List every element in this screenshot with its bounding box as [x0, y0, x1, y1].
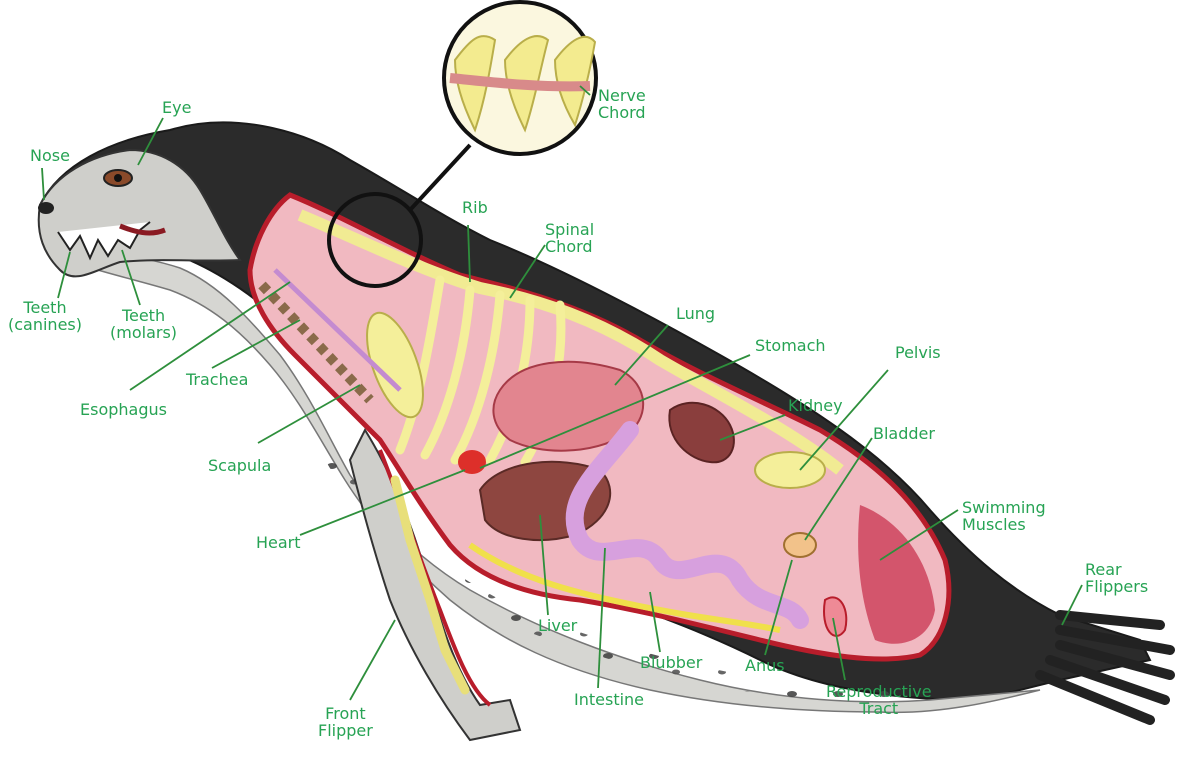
label-nerve-chord: Nerve Chord [598, 88, 646, 122]
label-kidney: Kidney [788, 398, 843, 415]
label-eye: Eye [162, 100, 191, 117]
pelvis [755, 452, 825, 488]
label-nose: Nose [30, 148, 70, 165]
bladder [784, 533, 816, 557]
label-teeth-canines: Teeth (canines) [8, 300, 82, 334]
label-rear-flippers: Rear Flippers [1085, 562, 1148, 596]
label-pelvis: Pelvis [895, 345, 941, 362]
label-trachea: Trachea [186, 372, 248, 389]
label-reproductive-tract: Reproductive Tract [826, 684, 932, 718]
label-lung: Lung [676, 306, 715, 323]
label-rib: Rib [462, 200, 488, 217]
label-swimming-muscles: Swimming Muscles [962, 500, 1046, 534]
label-bladder: Bladder [873, 426, 935, 443]
label-spinal-chord: Spinal Chord [545, 222, 594, 256]
label-front-flipper: Front Flipper [318, 706, 373, 740]
label-teeth-molars: Teeth (molars) [110, 308, 177, 342]
label-blubber: Blubber [640, 655, 702, 672]
label-intestine: Intestine [574, 692, 644, 709]
label-liver: Liver [538, 618, 577, 635]
label-stomach: Stomach [755, 338, 826, 355]
nose [38, 202, 54, 214]
label-anus: Anus [745, 658, 785, 675]
label-heart: Heart [256, 535, 301, 552]
label-esophagus: Esophagus [80, 402, 167, 419]
label-scapula: Scapula [208, 458, 271, 475]
